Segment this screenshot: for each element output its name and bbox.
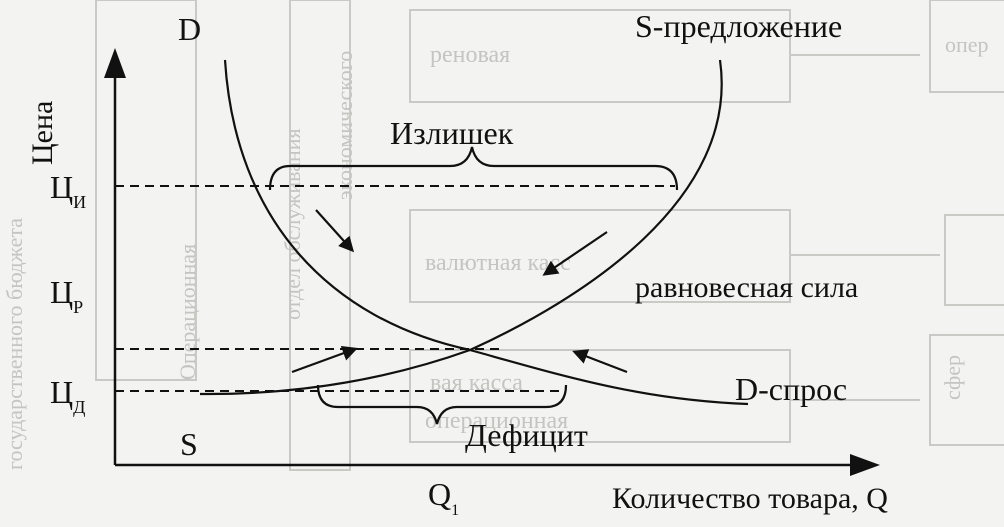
braces: Излишек Дефицит bbox=[268, 115, 679, 453]
bleed-box bbox=[929, 334, 1004, 446]
bleed-box bbox=[95, 0, 197, 381]
equilibrium-force-annotation: равновесная сила bbox=[635, 271, 858, 304]
demand-bottom-label: D-спрос bbox=[735, 371, 847, 407]
price-tick-labels: ЦИ ЦР ЦД Q1 bbox=[50, 169, 459, 519]
background-bleed: реновая валютная касс вая касса операцио… bbox=[2, 0, 1004, 471]
bleed-vertical-text: экономического bbox=[332, 51, 357, 200]
arrow-down-left bbox=[542, 231, 608, 276]
deficit-annotation: Дефицит bbox=[465, 417, 588, 453]
bleed-text: операционная bbox=[425, 408, 568, 434]
arrow-up-right bbox=[291, 345, 358, 374]
supply-curve bbox=[199, 59, 723, 396]
demand-top-label: D bbox=[178, 11, 201, 47]
bleed-text: опер bbox=[945, 32, 989, 57]
bleed-text: вая касса bbox=[430, 370, 523, 396]
deficit-brace bbox=[316, 384, 568, 425]
axes: Цена Количество товара, Q bbox=[26, 48, 888, 515]
bleed-box bbox=[944, 214, 1004, 306]
price-levels bbox=[115, 185, 675, 392]
bleed-text: реновая bbox=[430, 42, 510, 68]
arrow-up-left bbox=[572, 349, 628, 374]
arrow-down-right bbox=[315, 209, 355, 253]
bleed-text: сфер bbox=[940, 355, 965, 400]
curves: D S-предложение S D-спрос bbox=[178, 8, 847, 462]
bleed-vertical-text: Операционная bbox=[175, 244, 200, 380]
x-axis-label: Количество товара, Q bbox=[612, 482, 888, 515]
supply-top-label: S-предложение bbox=[635, 8, 842, 44]
surplus-brace bbox=[268, 146, 679, 191]
price-equilibrium-label: ЦР bbox=[50, 274, 83, 317]
x-axis-arrowhead bbox=[850, 454, 880, 476]
y-axis-label: Цена bbox=[26, 101, 59, 165]
quantity-q1-label: Q1 bbox=[428, 476, 459, 519]
demand-curve bbox=[223, 59, 749, 406]
bleed-box bbox=[929, 0, 1004, 93]
surplus-annotation: Излишек bbox=[390, 115, 514, 151]
bleed-vertical-text: отдел обслуживания bbox=[280, 128, 305, 320]
bleed-box bbox=[409, 349, 791, 443]
bleed-vertical-text: государственного бюджета bbox=[2, 218, 27, 470]
price-deficit-label: ЦД bbox=[50, 374, 85, 417]
supply-bottom-label: S bbox=[180, 426, 198, 462]
y-axis-arrowhead bbox=[104, 48, 126, 78]
bleed-box bbox=[289, 0, 351, 471]
price-surplus-label: ЦИ bbox=[50, 169, 86, 212]
equilibrium-arrows: равновесная сила bbox=[291, 209, 858, 374]
